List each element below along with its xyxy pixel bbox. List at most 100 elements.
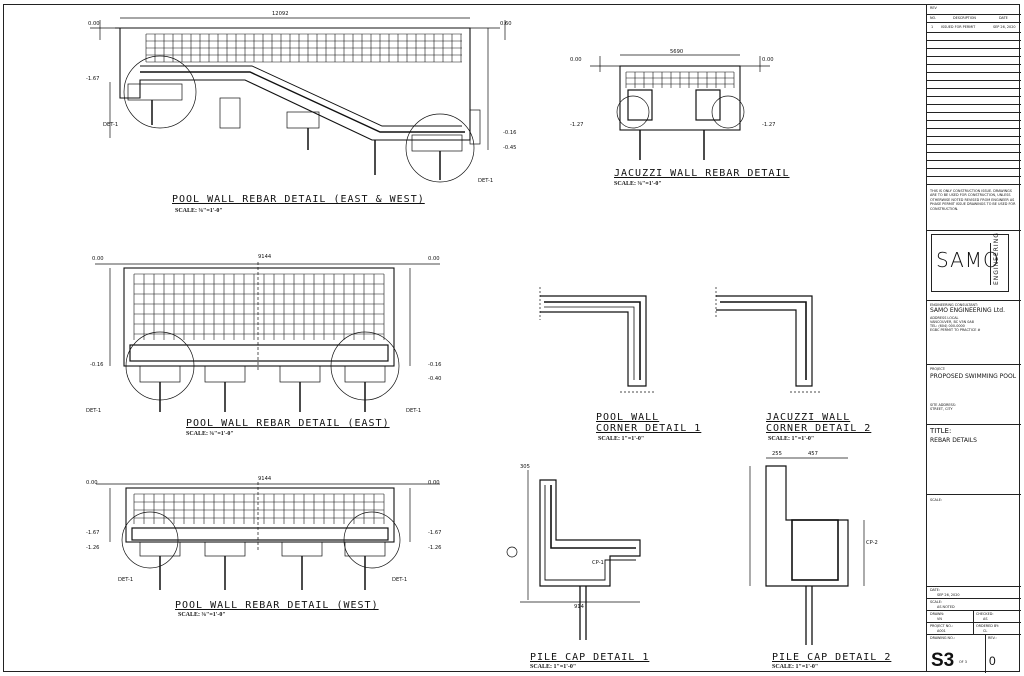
revision-number: 0 [989,654,996,668]
drawing-number: S3 [931,650,955,671]
drawing-no-row: DRAWING NO.: REV.: [927,634,1021,673]
title-header: TITLE: [930,427,952,435]
drawing-no-label: DRAWING NO.: [930,636,955,640]
consultant-address-2: VANCOUVER, BC V5N 0A8 [930,320,974,324]
date-row: DATE: SEP 26, 2020 [927,586,1021,598]
dimension-label: 914 [574,604,584,610]
drawing-title: POOL WALL REBAR DETAIL (WEST) [175,600,379,611]
elevation-label: -1.67 [86,530,100,536]
detail-callout: DET-1 [478,178,494,184]
description-header: DESCRIPTION [953,16,976,20]
blank-row [927,144,1021,152]
drawing-title: CORNER DETAIL 2 [766,423,872,434]
scale-row: SCALE: [927,494,1021,586]
elevation-label: -0.16 [503,130,517,136]
blank-row [927,88,1021,96]
elevation-label: 0.00 [92,256,104,262]
detail-pool-wall-east [95,262,440,412]
note-row: THIS IS ONLY CONSTRUCTION ISSUE. DRAWING… [927,184,1021,224]
elevation-label: 0.00 [570,57,582,63]
drawn-value: VN [937,617,942,621]
elevation-label: 0.00 [86,480,98,486]
dimension-label: 457 [808,451,818,457]
scale-value: AS NOTED [937,605,955,609]
elevation-label: -1.67 [86,76,100,82]
blank-row [927,104,1021,112]
checked-value: AS [983,617,988,621]
blank-row [927,112,1021,120]
title-block: REV NO. DESCRIPTION DATE 1 ISSUED FOR PE… [926,4,1021,673]
blank-row [927,128,1021,136]
scale-label: SCALE: [930,600,943,604]
detail-jacuzzi-wall [590,54,770,160]
drawing-linework [90,17,865,645]
elevation-label: 0.60 [500,21,512,27]
sheet-title: REBAR DETAILS [930,437,977,444]
drawing-title: POOL WALL [596,412,660,423]
drawn-label: DRAWN: [930,612,944,616]
elevation-label: 0.00 [428,256,440,262]
title-row: TITLE: REBAR DETAILS [927,424,1021,494]
project-no-label: PROJECT NO.: [930,624,954,628]
detail-pool-wall-west [96,482,440,590]
elevation-label: 0.00 [762,57,774,63]
dimension-label: 305 [520,464,530,470]
site-address-header: SITE ADDRESS: [930,403,956,407]
drawing-scale: SCALE: 1"=1'-0" [598,436,645,442]
blank-row [927,120,1021,128]
rev-date: SEP 26, 2020 [993,25,1016,29]
rev-label: REV.: [988,636,997,640]
blank-row [927,80,1021,88]
logo-row [927,230,1021,300]
dimension-label: 9144 [258,254,272,260]
dimension-label: 255 [772,451,782,457]
rev-description: ISSUED FOR PERMIT [941,25,976,29]
drawing-title: JACUZZI WALL [766,412,851,423]
drawing-scale: SCALE: 1"=1'-0" [768,436,815,442]
consultant-tel: TEL: (604) 000-0000 [930,324,965,328]
drawing-title: POOL WALL REBAR DETAIL (EAST & WEST) [172,194,425,205]
elevation-label: -0.45 [503,145,517,151]
logo-wordmark: SAMO [936,248,1000,272]
detail-pile-cap-2 [749,457,865,645]
elevation-label: -1.26 [428,545,442,551]
detail-pool-wall-east-west [90,17,506,183]
detail-callout: DET-1 [392,577,408,583]
elevation-label: -1.67 [428,530,442,536]
elevation-label: -0.16 [90,362,104,368]
project-no-value: A001 [937,629,946,633]
scale-value-row: SCALE: AS NOTED [927,598,1021,610]
sheet-count: OF 3 [959,660,967,664]
scale-header: SCALE: [930,498,943,502]
revision-row: 1 ISSUED FOR PERMIT SEP 26, 2020 [927,22,1021,32]
construction-note: THIS IS ONLY CONSTRUCTION ISSUE. DRAWING… [930,189,1016,211]
ordered-value: CL [983,629,988,633]
blank-row [927,136,1021,144]
elevation-label: 0.00 [428,480,440,486]
elevation-label: -1.27 [570,122,584,128]
consultant-row: ENGINEERING CONSULTANT: SAMO ENGINEERING… [927,300,1021,364]
date-value: SEP 26, 2020 [937,593,960,597]
pile-cap-label: CP-2 [866,540,878,546]
detail-callout: DET-1 [103,122,119,128]
blank-row [927,72,1021,80]
drawing-title: CORNER DETAIL 1 [596,423,702,434]
drawing-scale: SCALE: 1"=1'-0" [530,664,577,670]
blank-row [927,96,1021,104]
drawing-scale: SCALE: ⅜"=1'-0" [178,612,226,618]
elevation-label: -0.40 [428,376,442,382]
logo-subtitle: ENGINEERING [993,232,1000,285]
blank-row [927,160,1021,168]
consultant-permit: EGBC PERMIT TO PRACTICE # [930,328,981,332]
elevation-label: -1.27 [762,122,776,128]
detail-pile-cap-1 [506,470,641,640]
detail-corner-2 [715,287,820,393]
project-name: PROPOSED SWIMMING POOL [930,373,1017,380]
date-header: DATE [999,16,1008,20]
blank-row [927,64,1021,72]
elevation-label: -0.16 [428,362,442,368]
pile-cap-label: CP-1 [592,560,604,566]
revision-header-row: NO. DESCRIPTION DATE [927,14,1021,22]
drawing-scale: SCALE: ⅜"=1'-0" [614,181,662,187]
detail-callout: DET-1 [118,577,134,583]
